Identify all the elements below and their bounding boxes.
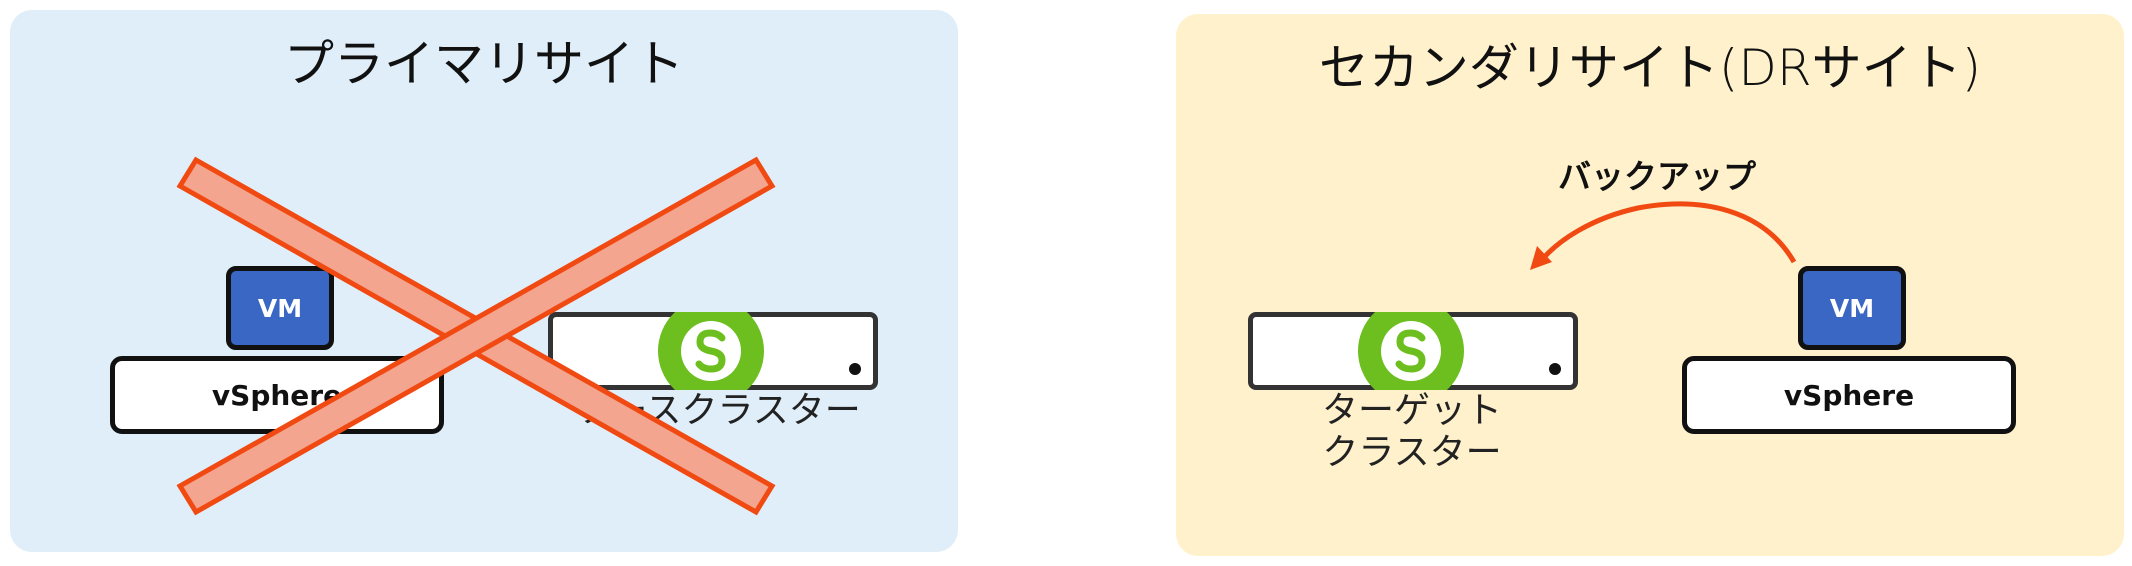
primary-vm-box: VM	[226, 266, 334, 350]
secondary-vsphere-box: vSphere	[1682, 356, 2016, 434]
server-status-dot	[849, 363, 861, 375]
secondary-vm-box: VM	[1798, 266, 1906, 350]
secondary-site-title: セカンダリサイト(DRサイト)	[1318, 39, 1982, 97]
storage-s-logo-icon	[1358, 312, 1464, 390]
target-cluster-caption-line1: ターゲット	[1321, 390, 1502, 431]
server-status-dot	[1549, 363, 1561, 375]
storage-s-logo-icon	[658, 312, 764, 390]
backup-arrow-label: バックアップ	[1558, 157, 1756, 196]
secondary-vsphere-label: vSphere	[1783, 378, 1915, 412]
primary-site-panel: プライマリサイト	[10, 10, 958, 552]
primary-vm-label: VM	[257, 293, 303, 323]
target-cluster-caption: ターゲット クラスター	[1282, 390, 1542, 475]
target-cluster-caption-line2: クラスター	[1322, 432, 1502, 474]
secondary-site-panel: セカンダリサイト(DRサイト)	[1176, 14, 2124, 556]
secondary-vm-label: VM	[1829, 293, 1875, 323]
primary-site-title: プライマリサイト	[284, 35, 684, 93]
